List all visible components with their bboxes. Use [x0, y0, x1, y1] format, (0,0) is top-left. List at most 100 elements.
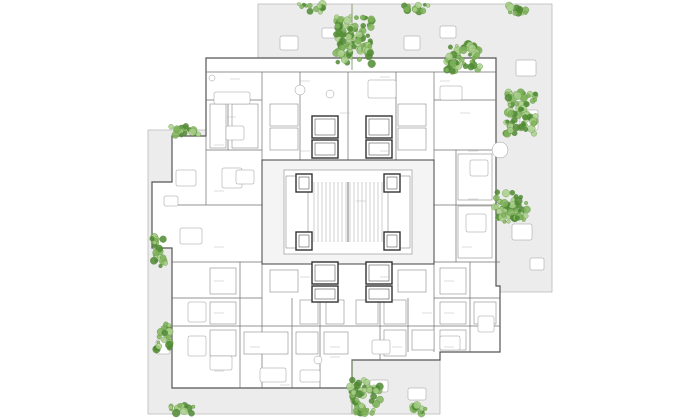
shrub [356, 56, 362, 62]
service-room-6 [299, 299, 319, 325]
service-room-16 [243, 331, 289, 355]
shrub [533, 91, 538, 97]
shrub [355, 379, 362, 387]
shrub [524, 201, 529, 205]
room-labels [214, 76, 478, 386]
shrub [348, 14, 353, 19]
service-room-12 [209, 329, 237, 357]
service-room-17 [295, 331, 319, 355]
shrub [520, 107, 525, 112]
shrub [152, 240, 157, 245]
elevator-car-5 [368, 264, 390, 282]
shrub [346, 53, 352, 59]
elevator-shaft-0 [311, 115, 339, 139]
shrub [514, 215, 520, 221]
planter-2 [491, 189, 531, 224]
outdoor-seating [511, 223, 533, 241]
shrub [493, 194, 500, 202]
shrub [523, 10, 528, 15]
shrub [363, 379, 370, 386]
planter-1 [443, 40, 483, 75]
building-core [261, 159, 435, 265]
shrub [351, 44, 357, 50]
sofa-group [367, 79, 397, 99]
armchair-set [439, 85, 463, 101]
dining-table [213, 91, 251, 105]
outdoor-table [529, 257, 545, 271]
shrub [160, 325, 166, 331]
bed [187, 335, 207, 357]
planter-10 [401, 1, 431, 16]
chair-set [371, 339, 391, 355]
shrub [166, 323, 172, 328]
elevator-shaft-1 [365, 115, 393, 139]
shrub [494, 189, 501, 195]
elevator-car-10 [298, 234, 310, 248]
elevator-car-1 [368, 118, 390, 136]
shrub [506, 3, 515, 12]
service-room-3 [397, 127, 427, 151]
service-room-5 [397, 269, 427, 293]
shrub [360, 14, 366, 21]
shrub [346, 382, 355, 391]
shrub [365, 33, 370, 38]
shrub [505, 119, 510, 124]
shrub [412, 6, 418, 13]
service-room-20 [411, 329, 435, 351]
shrub [367, 59, 376, 68]
outdoor-seating [439, 25, 457, 39]
shrub [168, 124, 174, 130]
shrub [345, 43, 350, 48]
shrub [504, 94, 513, 102]
elevator-shaft-10 [295, 231, 313, 251]
shrub [351, 399, 356, 405]
shrub [515, 5, 524, 14]
elevator-shaft-5 [365, 261, 393, 285]
stair-runs [285, 175, 411, 249]
shrub [505, 214, 511, 220]
shrub [162, 260, 168, 266]
planter-4 [152, 321, 174, 354]
shrub [513, 207, 519, 213]
elevator-car-4 [314, 264, 336, 282]
shrub [367, 44, 373, 49]
shrub [522, 213, 529, 219]
shrub [496, 208, 503, 215]
outdoor-bench [407, 387, 427, 401]
shrub [368, 398, 375, 404]
round-table-3 [208, 74, 216, 82]
service-room-4 [269, 269, 299, 293]
shrub [530, 120, 537, 127]
round-table-4 [491, 141, 509, 159]
service-room-8 [355, 299, 379, 325]
shrub [525, 93, 531, 99]
shrub [182, 123, 189, 130]
shrub [473, 52, 480, 59]
round-table-2 [313, 355, 323, 365]
shrub [188, 127, 197, 136]
shrub [369, 410, 375, 416]
shrub [403, 6, 411, 13]
shrub [161, 329, 168, 337]
shrub [306, 7, 314, 15]
bed [439, 335, 461, 351]
elevator-shaft-4 [311, 261, 339, 285]
shrub [523, 205, 531, 214]
outdoor-seating [403, 35, 421, 51]
bed [469, 159, 489, 177]
shrub [155, 343, 163, 350]
shrub [501, 212, 507, 218]
shrub [500, 199, 509, 208]
shrub [160, 336, 168, 343]
elevator-shaft-3 [365, 139, 393, 159]
shrub [459, 45, 468, 54]
shrub [513, 91, 522, 100]
service-room-18 [323, 331, 349, 355]
shrub [168, 405, 173, 410]
planter-8 [409, 401, 428, 418]
shrub [532, 113, 539, 120]
sun-lounger [515, 59, 537, 77]
sofa-group [179, 227, 203, 245]
planter-11 [297, 0, 327, 15]
elevator-car-0 [314, 118, 336, 136]
